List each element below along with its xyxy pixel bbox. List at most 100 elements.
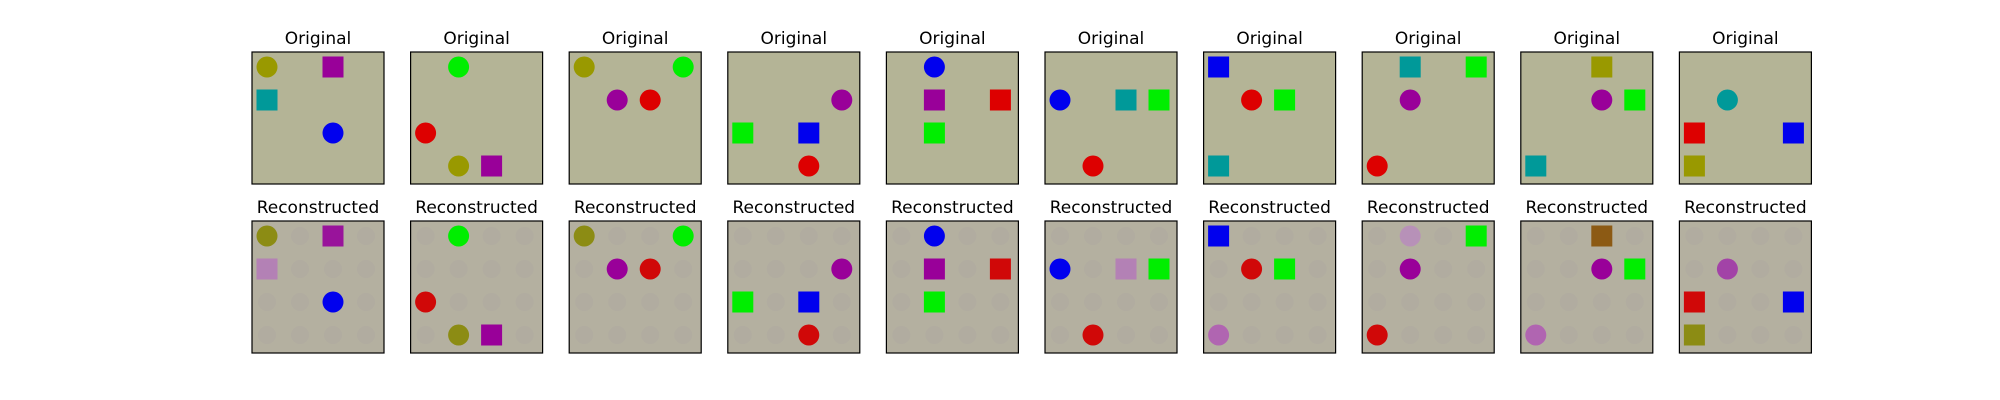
circle-shape — [1716, 89, 1738, 111]
circle-shape — [415, 291, 437, 313]
circle-shape — [1241, 89, 1263, 111]
reconstruction-artifact — [892, 326, 911, 344]
reconstruction-artifact — [608, 293, 627, 311]
circle-shape — [415, 122, 437, 144]
panel-frame — [251, 51, 385, 185]
panel-title: Reconstructed — [1526, 198, 1649, 218]
panel-title: Reconstructed — [574, 198, 697, 218]
reconstruction-artifact — [324, 326, 342, 344]
panel-title: Reconstructed — [1367, 198, 1490, 218]
reconstruction-artifact — [449, 260, 468, 278]
panel-title: Reconstructed — [891, 198, 1014, 218]
panel-background — [886, 221, 1019, 353]
panel-frame — [727, 220, 861, 354]
panel-frame — [410, 220, 544, 354]
circle-shape — [1716, 258, 1738, 280]
reconstruction-artifact — [324, 260, 342, 278]
reconstruction-artifact — [1751, 326, 1770, 344]
reconstruction-artifact — [1117, 227, 1135, 245]
panel-frame — [1361, 220, 1495, 354]
circle-shape — [639, 89, 661, 111]
reconstruction-artifact — [733, 260, 752, 278]
circle-shape — [639, 258, 661, 280]
reconstructed-panel-8: Reconstructed — [1361, 198, 1495, 354]
square-shape — [256, 89, 278, 111]
circle-shape — [448, 155, 470, 177]
reconstruction-artifact — [799, 227, 818, 245]
reconstruction-artifact — [1084, 293, 1102, 311]
panel-frame — [251, 220, 385, 354]
reconstruction-artifact — [1625, 227, 1644, 245]
panel-frame — [568, 220, 702, 354]
reconstruction-artifact — [1150, 227, 1168, 245]
panel-title: Reconstructed — [1050, 198, 1173, 218]
circle-shape — [798, 155, 820, 177]
reconstruction-artifact — [575, 260, 594, 278]
square-shape — [322, 225, 344, 247]
reconstruction-artifact — [1751, 260, 1770, 278]
reconstruction-artifact — [1308, 227, 1327, 245]
reconstruction-artifact — [1150, 293, 1168, 311]
square-shape — [1274, 89, 1296, 111]
reconstruction-artifact — [1051, 326, 1069, 344]
reconstruction-artifact — [1150, 326, 1168, 344]
reconstruction-artifact — [958, 227, 977, 245]
panel-title: Reconstructed — [1208, 198, 1331, 218]
circle-shape — [798, 324, 820, 346]
reconstruction-artifact — [291, 227, 309, 245]
reconstruction-artifact — [991, 293, 1010, 311]
reconstruction-artifact — [1559, 326, 1578, 344]
reconstruction-artifact — [1559, 260, 1578, 278]
reconstruction-artifact — [1685, 227, 1704, 245]
square-shape — [1399, 56, 1421, 78]
reconstruction-artifact — [892, 227, 911, 245]
circle-shape — [831, 89, 853, 111]
square-shape — [989, 258, 1011, 280]
panel-title: Reconstructed — [415, 198, 538, 218]
panel-background — [1045, 52, 1177, 184]
panel-frame — [1202, 51, 1337, 185]
square-shape — [1465, 225, 1487, 247]
reconstruction-artifact — [1368, 227, 1387, 245]
reconstruction-artifact — [608, 227, 627, 245]
circle-shape — [1049, 89, 1071, 111]
reconstruction-artifact — [258, 326, 276, 344]
reconstruction-artifact — [291, 293, 309, 311]
panel-background — [1045, 221, 1177, 353]
reconstruction-artifact — [1718, 326, 1737, 344]
reconstruction-artifact — [958, 260, 977, 278]
reconstruction-artifact — [1467, 326, 1486, 344]
reconstruction-artifact — [733, 326, 752, 344]
circle-shape — [448, 225, 470, 247]
square-shape — [1525, 155, 1547, 177]
reconstruction-artifact — [1368, 260, 1387, 278]
circle-shape — [448, 56, 470, 78]
reconstruction-artifact — [482, 293, 501, 311]
reconstruction-artifact — [1467, 260, 1486, 278]
square-shape — [923, 291, 945, 313]
circle-shape — [672, 56, 694, 78]
circle-shape — [256, 56, 278, 78]
circle-shape — [322, 122, 344, 144]
reconstruction-artifact — [1526, 293, 1545, 311]
reconstruction-artifact — [1308, 293, 1327, 311]
panel-frame — [1520, 51, 1654, 185]
reconstruction-artifact — [1308, 260, 1327, 278]
reconstruction-artifact — [357, 293, 375, 311]
reconstruction-artifact — [1242, 326, 1261, 344]
square-shape — [1148, 258, 1170, 280]
circle-shape — [1399, 89, 1421, 111]
square-shape — [1624, 258, 1646, 280]
circle-shape — [1525, 324, 1547, 346]
reconstruction-artifact — [799, 260, 818, 278]
reconstruction-artifact — [1434, 293, 1453, 311]
panel-title: Original — [443, 29, 510, 49]
reconstruction-artifact — [892, 293, 911, 311]
reconstruction-artifact — [1084, 227, 1102, 245]
reconstructed-panel-7: Reconstructed — [1202, 198, 1337, 354]
square-shape — [923, 89, 945, 111]
circle-shape — [322, 291, 344, 313]
circle-shape — [831, 258, 853, 280]
panel-title: Original — [1554, 29, 1621, 49]
reconstruction-artifact — [1718, 293, 1737, 311]
